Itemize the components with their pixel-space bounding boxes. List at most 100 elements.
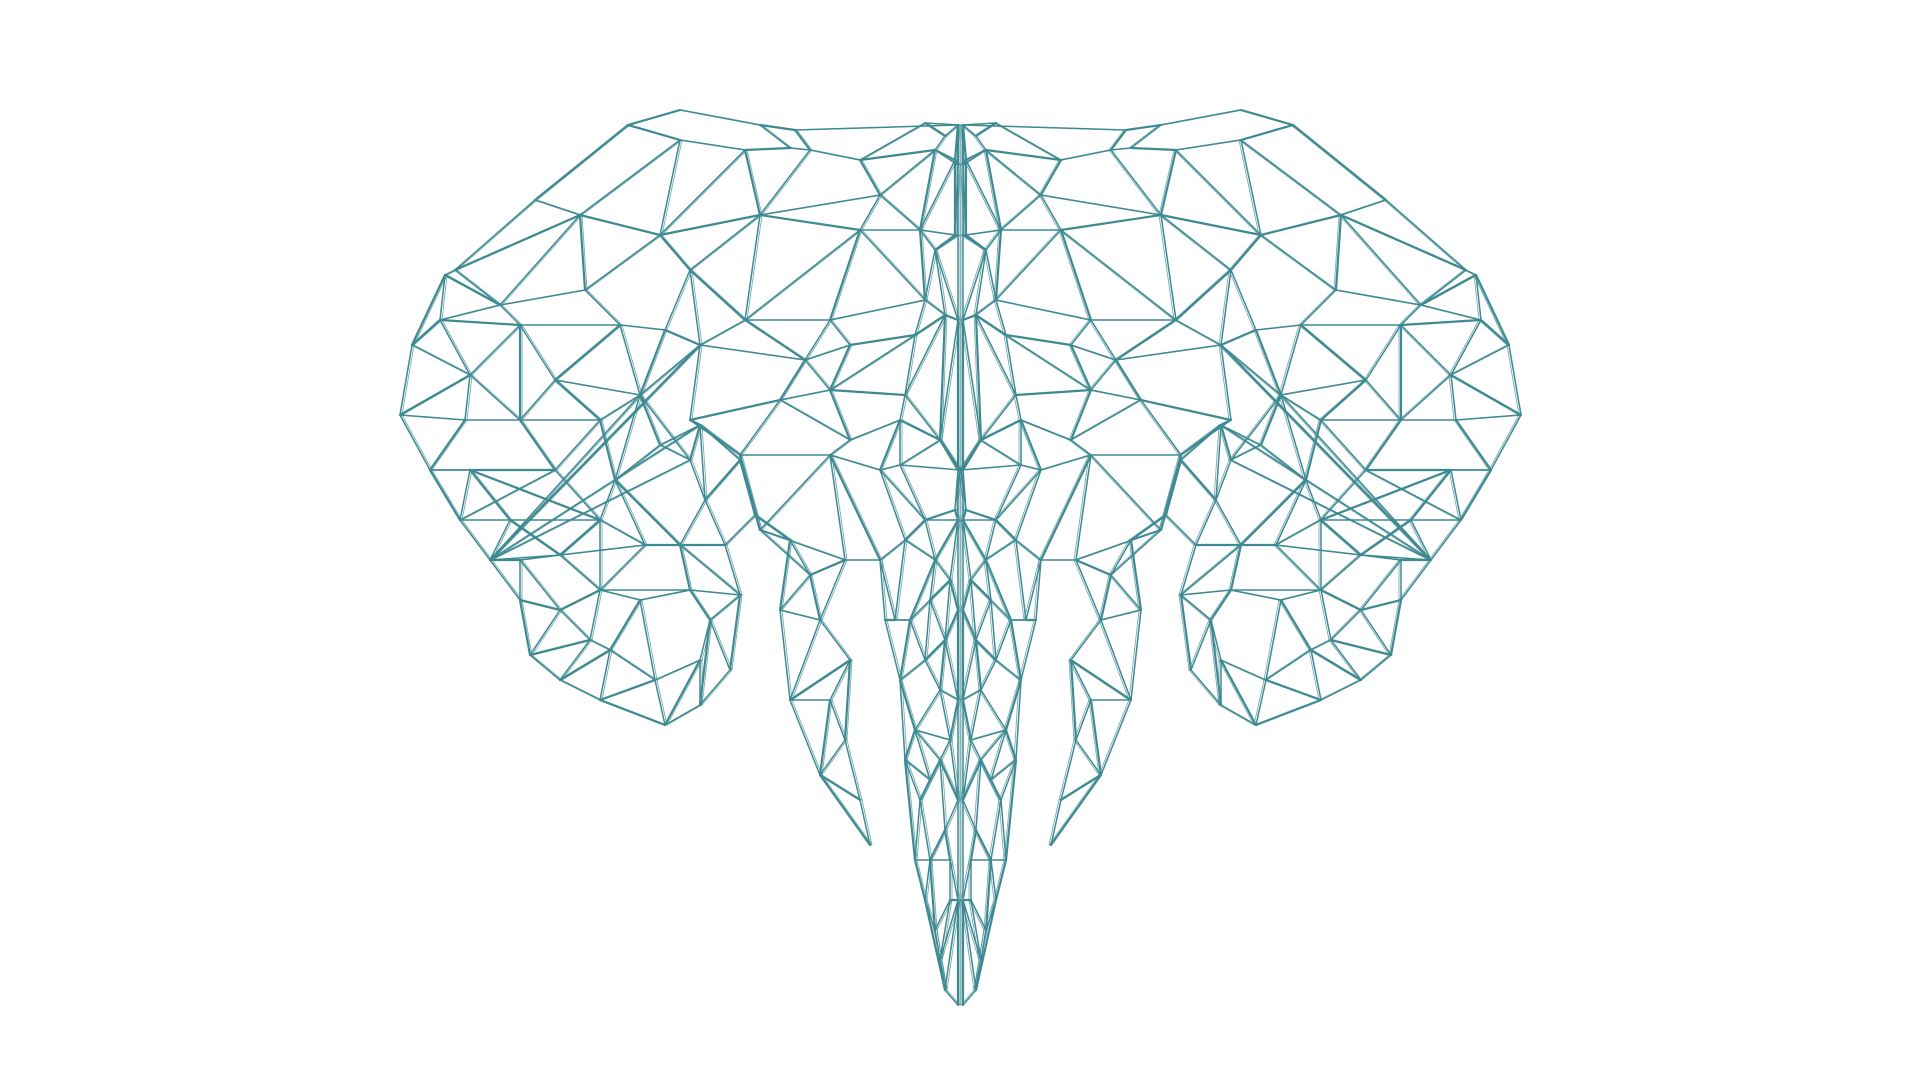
left-wire-edge <box>789 699 821 776</box>
left-wire-edge-shadow <box>501 289 588 306</box>
right-wire-edge <box>1179 593 1193 672</box>
left-wire-edge-shadow <box>621 324 643 396</box>
right-wire-edge-shadow <box>960 124 1125 131</box>
left-wire-edge-shadow <box>691 269 748 321</box>
left-wire-edge <box>898 418 942 442</box>
right-wire-edge <box>990 799 1002 861</box>
left-wire-edge <box>443 273 502 307</box>
right-wire-edge-shadow <box>1358 609 1390 656</box>
right-wire-edge-shadow <box>1318 519 1360 556</box>
right-wire-edge <box>970 689 982 741</box>
right-wire-edge-shadow <box>1333 289 1420 306</box>
left-wire-edge <box>554 469 601 521</box>
left-wire-edge-shadow <box>781 359 808 401</box>
right-wire-edge-shadow <box>963 509 995 521</box>
left-wire-edge <box>878 418 902 472</box>
left-wire-edge-shadow <box>601 679 658 701</box>
left-wire-edge-shadow <box>561 519 603 556</box>
left-wire-edge <box>533 123 630 202</box>
right-wire-edge-shadow <box>1318 589 1360 611</box>
right-wire-edge-shadow <box>1238 124 1292 141</box>
left-wire-edge-shadow <box>501 214 583 306</box>
left-wire-edge-shadow <box>831 454 848 561</box>
right-wire-edge <box>1159 458 1183 532</box>
left-wire-edge <box>654 679 666 726</box>
right-wire-edge <box>1180 594 1212 621</box>
right-wire-edge <box>1070 319 1092 346</box>
left-wire-edge <box>913 313 947 337</box>
right-wire-edge-shadow <box>1178 544 1240 596</box>
right-wire-edge-shadow <box>1058 774 1100 801</box>
left-wire-edge <box>879 559 886 621</box>
right-wire-edge <box>1070 344 1117 361</box>
right-wire-edge <box>1075 529 1162 561</box>
left-wire-edge <box>944 899 959 991</box>
left-wire-edge <box>918 148 937 232</box>
right-wire-edge <box>975 249 987 316</box>
left-wire-edge <box>659 424 701 446</box>
right-wire-edge-shadow <box>1088 319 1115 361</box>
left-wire-edge-shadow <box>726 544 743 596</box>
right-wire-edge <box>1020 419 1072 441</box>
right-wire-edge <box>974 313 983 442</box>
right-wire-edge-shadow <box>983 559 990 601</box>
left-wire-edge-shadow <box>556 379 643 396</box>
right-wire-edge <box>1060 229 1177 321</box>
right-wire-edge <box>962 319 982 441</box>
left-wire-edge <box>949 519 959 581</box>
right-wire-edge-shadow <box>963 159 1000 231</box>
left-wire-edge-shadow <box>656 659 703 681</box>
left-wire-edge <box>753 513 792 542</box>
left-wire-edge-shadow <box>711 594 743 621</box>
left-wire-edge <box>933 518 960 562</box>
right-wire-edge <box>1015 539 1027 621</box>
right-wire-edge-shadow <box>1088 389 1140 401</box>
left-wire-edge <box>608 598 642 652</box>
right-wire-edge <box>974 638 998 662</box>
right-wire-edge <box>1450 319 1482 376</box>
left-wire-edge-shadow <box>591 589 603 641</box>
left-wire-edge <box>578 213 662 237</box>
left-wire-edge <box>399 414 431 471</box>
left-wire-edge-shadow <box>951 859 961 901</box>
right-wire-edge-shadow <box>1108 129 1125 151</box>
left-wire-edge-shadow <box>831 299 928 321</box>
right-wire-edge <box>1450 344 1510 376</box>
left-wire-edge <box>626 108 682 127</box>
right-wire-edge <box>1110 539 1132 576</box>
left-wire-edge-shadow <box>821 619 853 661</box>
left-wire-edge <box>914 729 941 761</box>
left-wire-edge-shadow <box>881 539 908 561</box>
right-wire-edge-shadow <box>1123 124 1160 131</box>
right-wire-edge-shadow <box>1073 739 1100 776</box>
right-wire-edge <box>969 828 978 862</box>
left-wire-edge <box>779 609 791 701</box>
left-wire-edge <box>899 679 906 761</box>
left-wire-edge-shadow <box>441 274 448 321</box>
left-wire-edge <box>598 418 617 482</box>
right-wire-edge <box>1074 558 1113 577</box>
right-wire-edge-shadow <box>1213 424 1220 501</box>
left-wire-edge <box>844 739 861 801</box>
left-wire-edge-shadow <box>701 424 708 501</box>
right-wire-edge-shadow <box>1278 394 1430 561</box>
right-wire-edge <box>1114 318 1178 362</box>
left-wire-edge-shadow <box>791 699 823 776</box>
right-wire-edge-shadow <box>1338 214 1420 306</box>
left-wire-edge <box>609 649 656 681</box>
right-wire-edge <box>1365 379 1402 421</box>
left-wire-edge <box>934 249 959 321</box>
left-wire-edge <box>923 638 947 662</box>
right-wire-edge-shadow <box>1058 149 1110 161</box>
left-wire-edge <box>919 759 941 801</box>
right-wire-edge-shadow <box>1158 109 1240 126</box>
right-wire-edge-shadow <box>1108 149 1160 216</box>
right-wire-edge <box>974 828 993 862</box>
right-wire-edge-shadow <box>978 419 1020 441</box>
left-wire-edge-shadow <box>746 319 808 361</box>
left-wire-edge-shadow <box>661 139 683 236</box>
left-wire-edge-shadow <box>661 214 763 236</box>
left-wire-edge <box>689 214 761 271</box>
right-wire-edge-shadow <box>1398 559 1430 601</box>
right-wire-edge <box>1304 418 1323 482</box>
